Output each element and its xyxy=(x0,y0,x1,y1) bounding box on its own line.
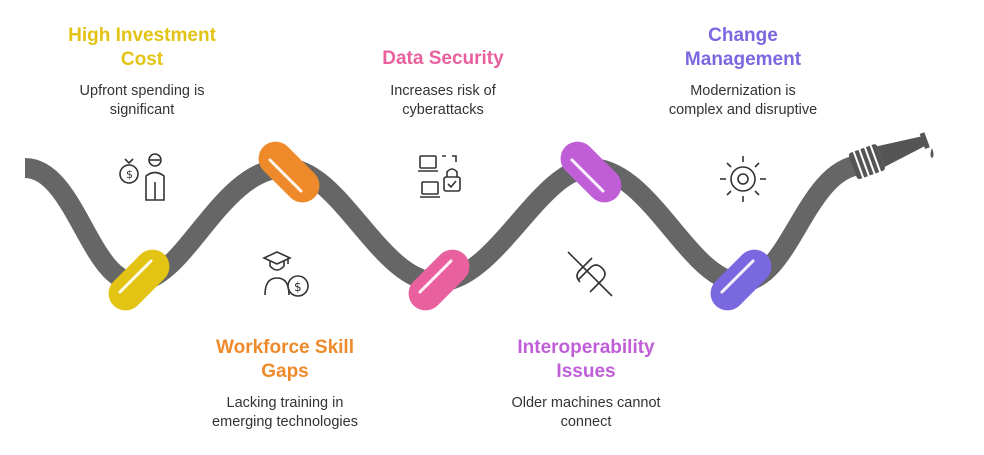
desc-line: Upfront spending is xyxy=(42,82,242,101)
graduate-dollar-icon: $ xyxy=(262,250,312,300)
svg-text:$: $ xyxy=(126,168,133,181)
desc-high-investment-cost: Upfront spending is significant xyxy=(42,82,242,120)
title-change-management: Change Management xyxy=(643,24,843,72)
title-line: Gaps xyxy=(185,360,385,384)
svg-text:$: $ xyxy=(294,280,302,294)
desc-line: significant xyxy=(42,101,242,120)
devices-lock-icon xyxy=(416,152,466,202)
title-line: Workforce Skill xyxy=(185,336,385,360)
desc-interoperability-issues: Older machines cannot connect xyxy=(476,394,696,432)
desc-workforce-skill-gaps: Lacking training in emerging technologie… xyxy=(175,394,395,432)
desc-line: emerging technologies xyxy=(175,413,395,432)
broken-link-icon xyxy=(566,250,616,300)
title-data-security: Data Security xyxy=(343,47,543,71)
desc-change-management: Modernization is complex and disruptive xyxy=(633,82,853,120)
title-high-investment-cost: High Investment Cost xyxy=(42,24,242,72)
desc-line: Older machines cannot xyxy=(476,394,696,413)
desc-line: Modernization is xyxy=(633,82,853,101)
desc-line: connect xyxy=(476,413,696,432)
money-person-icon: $ xyxy=(118,152,168,202)
title-line: Change xyxy=(643,24,843,48)
gear-sun-icon xyxy=(718,154,768,204)
desc-line: complex and disruptive xyxy=(633,101,853,120)
title-workforce-skill-gaps: Workforce Skill Gaps xyxy=(185,336,385,384)
desc-line: Lacking training in xyxy=(175,394,395,413)
title-line: Management xyxy=(643,48,843,72)
title-line: High Investment xyxy=(42,24,242,48)
nozzle-icon xyxy=(847,125,932,182)
desc-line: cyberattacks xyxy=(343,101,543,120)
title-line: Data Security xyxy=(343,47,543,71)
title-line: Issues xyxy=(486,360,686,384)
title-interoperability-issues: Interoperability Issues xyxy=(486,336,686,384)
title-line: Cost xyxy=(42,48,242,72)
desc-data-security: Increases risk of cyberattacks xyxy=(343,82,543,120)
water-drop xyxy=(931,148,934,158)
desc-line: Increases risk of xyxy=(343,82,543,101)
title-line: Interoperability xyxy=(486,336,686,360)
